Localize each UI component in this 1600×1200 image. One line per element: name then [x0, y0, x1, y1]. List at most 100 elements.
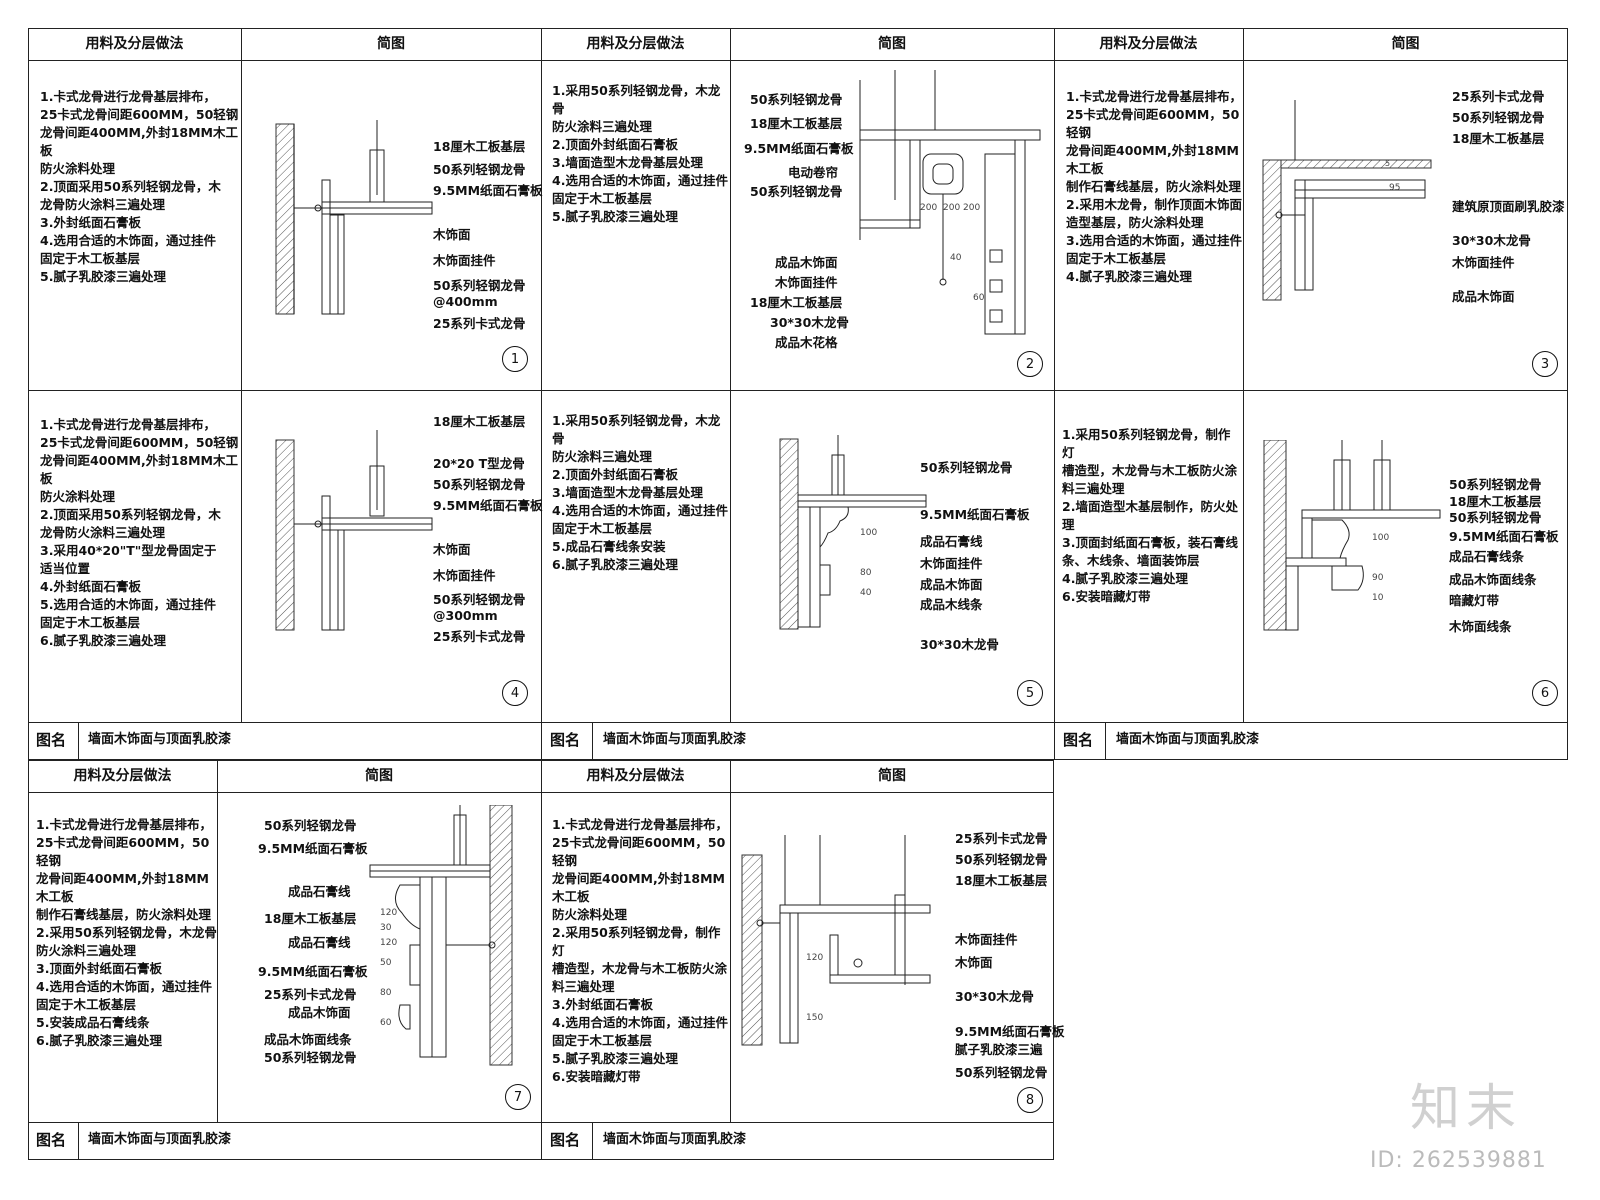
note-line: 2.顶面采用50系列轻钢龙骨，木 — [40, 507, 221, 522]
note-line: 防火涂料三遍处理 — [552, 449, 653, 464]
title-label: 图名 — [1063, 731, 1094, 749]
header-materials: 用料及分层做法 — [586, 768, 685, 784]
header-materials: 用料及分层做法 — [85, 36, 184, 52]
detail-diagram-8: 120 150 — [741, 835, 931, 1046]
note-line: 25卡式龙骨间距600MM，50轻钢 — [40, 107, 239, 122]
row-divider-1 — [28, 390, 1568, 391]
callout-label: 50系列轻钢龙骨 — [433, 477, 526, 492]
callout-label: 50系列轻钢龙骨 — [955, 852, 1048, 867]
col-divider-c — [1243, 28, 1244, 722]
note-line: 3.墙面造型木龙骨基层处理 — [552, 155, 703, 170]
callout-label: 成品石膏线 — [288, 884, 351, 899]
note-line: 1.卡式龙骨进行龙骨基层排布， — [552, 817, 728, 832]
callout-label: 电动卷帘 — [788, 165, 839, 180]
group-divider-bottom — [541, 760, 542, 1160]
dim-text: 10 — [1372, 593, 1384, 603]
title-value: 墙面木饰面与顶面乳胶漆 — [88, 1132, 232, 1147]
note-line: 5.选用合适的木饰面，通过挂件 — [40, 597, 216, 612]
title-label: 图名 — [36, 731, 67, 749]
title-sep-3 — [1105, 722, 1106, 760]
dim-text: 40 — [950, 253, 962, 263]
note-line: 1.卡式龙骨进行龙骨基层排布， — [36, 817, 212, 832]
callout-label: 20*20 T型龙骨 — [433, 456, 525, 471]
callout-label: 成品木饰面线条 — [264, 1032, 352, 1047]
title-value: 墙面木饰面与顶面乳胶漆 — [1116, 732, 1260, 747]
note-line: 3.选用合适的木饰面，通过挂件 — [1066, 233, 1242, 248]
note-line: 25卡式龙骨间距600MM，50轻钢 — [552, 835, 726, 868]
note-line: 2.顶面外封纸面石膏板 — [552, 467, 678, 482]
note-line: 料三遍处理 — [552, 979, 615, 994]
callout-label: 18厘木工板基层 — [264, 911, 357, 926]
detail-notes-3: 1.卡式龙骨进行龙骨基层排布， 25卡式龙骨间距600MM，50轻钢龙骨间距400… — [1066, 88, 1246, 286]
note-line: 龙骨间距400MM,外封18MM木工板 — [36, 871, 209, 904]
callout-label: 18厘木工板基层 — [1449, 494, 1542, 509]
note-line: 1.采用50系列轻钢龙骨，制作灯 — [1062, 427, 1231, 460]
callout-label: 25系列卡式龙骨 — [1452, 89, 1545, 104]
note-line: 固定于木工板基层 — [36, 997, 137, 1012]
dim-text: 200 — [963, 203, 980, 213]
callout-label: 25系列卡式龙骨 — [264, 987, 357, 1002]
note-line: 6.腻子乳胶漆三遍处理 — [36, 1033, 162, 1048]
callout-label: 50系列轻钢龙骨 — [264, 1050, 357, 1065]
note-line: 5.成品石膏线条安装 — [552, 539, 666, 554]
col-divider-e — [730, 760, 731, 1122]
callout-label: 9.5MM纸面石膏板 — [920, 507, 1030, 522]
dim-text: 80 — [860, 568, 872, 578]
note-line: 固定于木工板基层 — [40, 251, 141, 266]
callout-label: 9.5MM纸面石膏板 — [433, 183, 543, 198]
title-value: 墙面木饰面与顶面乳胶漆 — [603, 732, 747, 747]
callout-label: 30*30木龙骨 — [1452, 233, 1531, 248]
callout-label: 25系列卡式龙骨 — [433, 316, 526, 331]
group-divider-1 — [541, 28, 542, 760]
note-line: 2.采用50系列轻钢龙骨，木龙骨 — [36, 925, 217, 940]
note-line: 制作石膏线基层，防火涂料处理 — [1066, 179, 1242, 194]
callout-label: 木饰面 — [433, 542, 471, 557]
note-line: 龙骨间距400MM,外封18MM木工板 — [1066, 143, 1239, 176]
callout-label: 50系列轻钢龙骨 — [955, 1065, 1048, 1080]
detail-notes-4: 1.卡式龙骨进行龙骨基层排布，25卡式龙骨间距600MM，50轻钢龙骨间距400… — [40, 416, 240, 650]
callout-label: 50系列轻钢龙骨 — [433, 278, 526, 293]
watermark-id: ID: 262539881 — [1370, 1148, 1547, 1173]
detail-diagram-4 — [275, 430, 433, 631]
callout-label: 木饰面线条 — [1449, 619, 1512, 634]
note-line: 3.顶面封纸面石膏板，装石膏线 — [1062, 535, 1238, 550]
callout-label: 25系列卡式龙骨 — [955, 831, 1048, 846]
callout-label: 25系列卡式龙骨 — [433, 629, 526, 644]
note-line: 25卡式龙骨间距600MM，50轻钢 — [1066, 107, 1240, 140]
dim-text: 90 — [1372, 573, 1384, 583]
dim-text: 200 — [943, 203, 960, 213]
note-line: 4.外封纸面石膏板 — [40, 579, 141, 594]
callout-label: 木饰面 — [955, 955, 993, 970]
note-line: 1.卡式龙骨进行龙骨基层排布， — [1066, 89, 1242, 104]
header-diagram: 简图 — [878, 768, 906, 784]
title-sep-1 — [78, 722, 79, 760]
note-line: 25卡式龙骨间距600MM，50轻钢 — [36, 835, 210, 868]
detail-number-4: 4 — [502, 680, 528, 706]
callout-label: 50系列轻钢龙骨 — [750, 184, 843, 199]
title-label: 图名 — [550, 1131, 581, 1149]
detail-diagram-2: 200 200 200 40 60 — [859, 70, 1041, 335]
callout-label: 成品木饰面 — [920, 577, 983, 592]
header-diagram: 简图 — [1391, 36, 1420, 52]
note-line: 固定于木工板基层 — [552, 191, 653, 206]
callout-label: 木饰面 — [433, 227, 471, 242]
title-sep-4 — [78, 1122, 79, 1160]
callout-label: @300mm — [433, 608, 498, 623]
note-line: 龙骨间距400MM,外封18MM木工板 — [552, 871, 725, 904]
note-line: 固定于木工板基层 — [552, 521, 653, 536]
detail-notes-7: 1.卡式龙骨进行龙骨基层排布， 25卡式龙骨间距600MM，50轻钢龙骨间距400… — [36, 816, 218, 1050]
note-line: 6.安装暗藏灯带 — [1062, 589, 1151, 604]
callout-label: 18厘木工板基层 — [433, 414, 526, 429]
note-line: 6.腻子乳胶漆三遍处理 — [552, 557, 678, 572]
title-divider-top — [28, 722, 1568, 723]
group-divider-2 — [1054, 28, 1055, 760]
note-line: 防火涂料处理 — [552, 907, 628, 922]
dim-text: 100 — [1372, 533, 1389, 543]
detail-number-6: 6 — [1532, 680, 1558, 706]
note-line: 造型基层，防火涂料处理 — [1066, 215, 1204, 230]
callout-label: 18厘木工板基层 — [1452, 131, 1545, 146]
callout-label: 木饰面挂件 — [1452, 255, 1515, 270]
dim-text: 120 — [380, 938, 397, 948]
note-line: 3.外封纸面石膏板 — [552, 997, 653, 1012]
note-line: 龙骨间距400MM,外封18MM木工板 — [40, 125, 238, 158]
